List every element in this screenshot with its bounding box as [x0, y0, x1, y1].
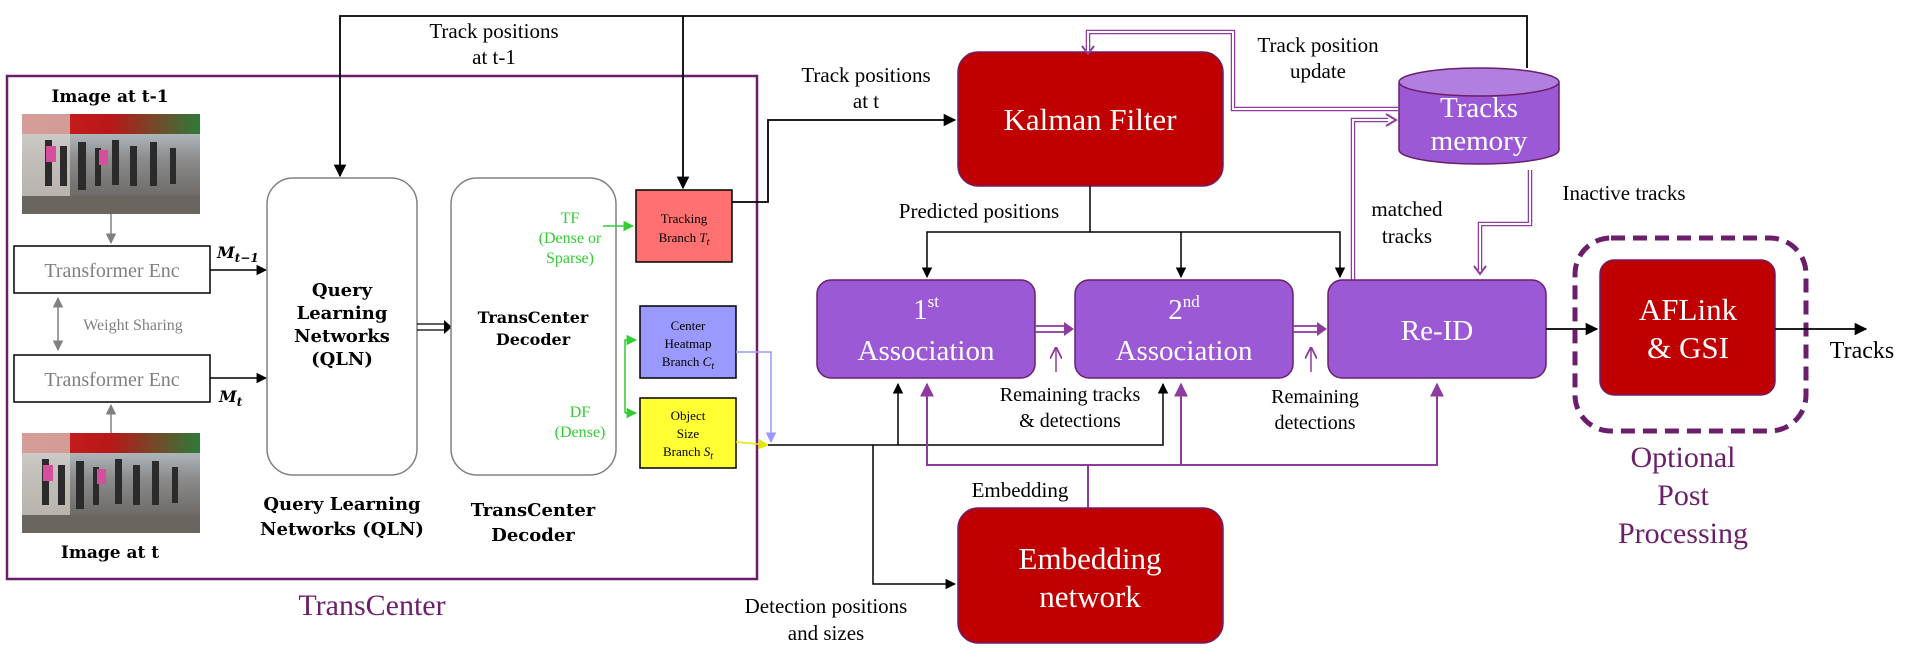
decoder-caption-2: Decoder	[491, 525, 575, 546]
qln-line1: Query	[312, 280, 373, 301]
qln-caption-1: Query Learning	[263, 494, 421, 515]
heatmap-branch-l1: Center	[671, 318, 706, 333]
weight-sharing-label: Weight Sharing	[83, 317, 183, 334]
tf-label-3: Sparse)	[546, 250, 594, 267]
embedding-network-l2: network	[1039, 579, 1141, 614]
matched-tracks-l1: matched	[1371, 197, 1443, 221]
optional-post-processing-l1: Optional	[1631, 441, 1736, 474]
m-prev-label: Mt−1	[216, 243, 259, 265]
image-t-caption: Image at t	[61, 543, 159, 563]
size-branch-l1: Object	[671, 408, 706, 423]
optional-post-processing-l3: Processing	[1618, 517, 1748, 550]
qln-line4: (QLN)	[311, 349, 373, 370]
aflink-gsi-l1: AFLink	[1639, 292, 1738, 327]
track-position-update-l1: Track position	[1257, 33, 1379, 57]
aflink-gsi-box	[1599, 259, 1776, 396]
optional-post-processing-l2: Post	[1657, 479, 1709, 512]
qln-line2: Learning	[297, 303, 388, 324]
decoder-line1: TransCenter	[478, 308, 589, 327]
kalman-filter-label: Kalman Filter	[1003, 102, 1177, 137]
size-branch-l2: Size	[677, 426, 700, 441]
second-association-label: Association	[1116, 335, 1253, 367]
remaining-detections-l2: detections	[1274, 412, 1355, 434]
remaining-detections-l1: Remaining	[1271, 386, 1359, 408]
center-heatmap-branch	[639, 305, 737, 379]
transcenter-label: TransCenter	[298, 589, 445, 622]
tf-label-1: TF	[561, 210, 580, 227]
qln-caption-2: Networks (QLN)	[260, 519, 424, 540]
heatmap-branch-l3: Branch Ct	[662, 354, 714, 372]
matched-tracks-l2: tracks	[1382, 224, 1432, 248]
first-association-box	[816, 279, 1036, 379]
embedding-network-l1: Embedding	[1019, 541, 1162, 576]
track-positions-prev-l1: Track positions	[429, 19, 558, 43]
df-label-1: DF	[570, 404, 591, 421]
detection-positions-l1: Detection positions	[745, 594, 908, 618]
tracks-output-label: Tracks	[1830, 338, 1894, 364]
reid-label: Re-ID	[1401, 315, 1473, 347]
image-t	[22, 433, 200, 533]
transcenter-decoder-box	[450, 177, 617, 476]
tracking-branch-l1: Tracking	[661, 211, 708, 226]
predicted-positions-label: Predicted positions	[899, 199, 1059, 223]
track-positions-cur-l1: Track positions	[801, 63, 930, 87]
object-size-branch	[639, 397, 737, 469]
tracking-branch-l2: Branch Tt	[659, 230, 710, 248]
qln-line3: Networks	[294, 326, 390, 347]
encoder-bottom-label: Transformer Enc	[44, 369, 179, 391]
transformer-encoder-bottom	[13, 354, 211, 403]
tf-label-2: (Dense or	[539, 230, 602, 247]
aflink-gsi-l2: & GSI	[1647, 330, 1729, 365]
detection-positions-l2: and sizes	[788, 621, 864, 645]
tracks-memory-cylinder	[1398, 67, 1560, 165]
encoder-top-label: Transformer Enc	[44, 260, 179, 282]
track-positions-prev-l2: at t-1	[472, 45, 516, 69]
first-association-num: 1st	[913, 292, 939, 326]
df-label-2: (Dense)	[555, 424, 606, 441]
decoder-line2: Decoder	[496, 330, 571, 349]
tracks-memory-l2: memory	[1431, 125, 1528, 157]
tracking-branch	[635, 189, 733, 263]
image-t-minus-1	[22, 114, 200, 214]
qln-box	[266, 177, 418, 476]
tracks-memory-l1: Tracks	[1440, 92, 1518, 124]
second-association-num: 2nd	[1168, 292, 1200, 326]
heatmap-branch-l2: Heatmap	[665, 336, 712, 351]
second-association-box	[1074, 279, 1294, 379]
embedding-label: Embedding	[972, 478, 1069, 502]
m-cur-label: Mt	[218, 387, 243, 409]
track-positions-cur-l2: at t	[853, 89, 879, 113]
first-association-label: Association	[858, 335, 995, 367]
inactive-tracks-label: Inactive tracks	[1562, 181, 1685, 205]
size-branch-l3: Branch St	[663, 444, 713, 462]
image-t-minus-1-caption: Image at t-1	[51, 87, 168, 107]
remaining-tracks-dets-l1: Remaining tracks	[1000, 384, 1141, 406]
decoder-caption-1: TransCenter	[471, 500, 596, 521]
track-position-update-l2: update	[1290, 59, 1346, 83]
transcenter-frame	[5, 74, 759, 581]
embedding-network-box	[957, 507, 1224, 644]
transformer-encoder-top	[13, 245, 211, 294]
remaining-tracks-dets-l2: & detections	[1019, 410, 1121, 432]
optional-post-processing-border	[1572, 235, 1809, 434]
